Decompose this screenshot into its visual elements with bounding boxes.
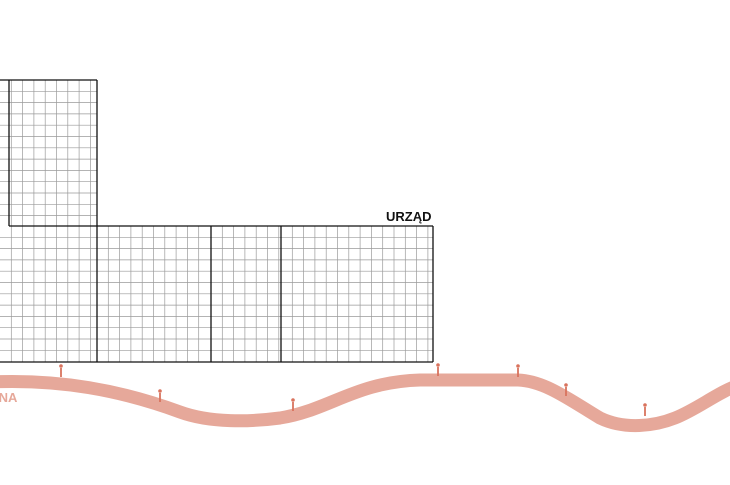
block-grid-2: [97, 226, 211, 362]
marker-head: [564, 383, 568, 387]
block-grid-1: [0, 226, 97, 362]
person-marker-icon: [158, 389, 162, 402]
public-space-label: PRZESTRZEŃ PUBLICZNA: [0, 390, 18, 405]
marker-head: [643, 403, 647, 407]
block-grid-3: [211, 226, 281, 362]
person-marker-icon: [291, 398, 295, 411]
marker-head: [291, 398, 295, 402]
tower-grid: [0, 80, 97, 226]
marker-head: [59, 364, 63, 368]
marker-head: [516, 364, 520, 368]
person-markers: [59, 363, 647, 416]
block-grid-4: [281, 226, 433, 362]
building-outline: [0, 79, 434, 363]
public-space-path: [0, 373, 730, 433]
building-label: URZĄD: [386, 209, 432, 224]
person-marker-icon: [436, 363, 440, 376]
marker-head: [158, 389, 162, 393]
marker-head: [436, 363, 440, 367]
person-marker-icon: [516, 364, 520, 377]
person-marker-icon: [564, 383, 568, 396]
path-band-shape: [0, 373, 730, 433]
building-facade: [0, 79, 434, 363]
person-marker-icon: [643, 403, 647, 416]
person-marker-icon: [59, 364, 63, 377]
